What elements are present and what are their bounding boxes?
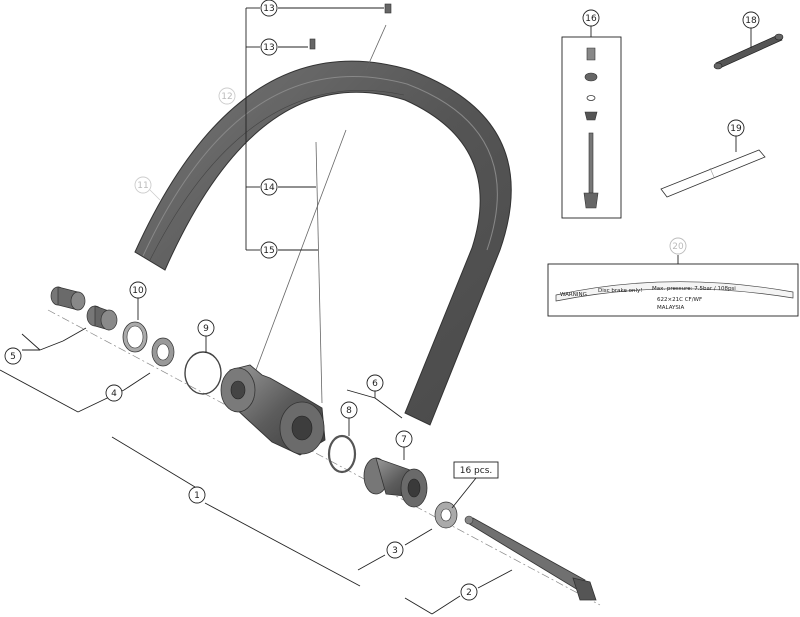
star-ratchet (434, 501, 458, 529)
freehub-body-7 (363, 457, 428, 508)
callout-7: 7 (395, 430, 413, 448)
svg-text:15: 15 (263, 246, 274, 256)
callout-18: 18 (742, 11, 760, 29)
thru-axle-2 (464, 515, 597, 601)
callout-14: 14 (260, 178, 278, 196)
svg-text:3: 3 (392, 546, 398, 556)
quantity-label: 16 pcs. (453, 461, 499, 479)
svg-text:19: 19 (730, 124, 742, 134)
svg-text:4: 4 (111, 389, 117, 399)
svg-text:13: 13 (263, 4, 274, 14)
svg-text:2: 2 (466, 588, 472, 598)
decal-max-pressure: Max. pressure: 7.5bar / 108psi (652, 286, 736, 292)
callout-9: 9 (197, 319, 215, 337)
decal-warning: WARNING (560, 292, 587, 298)
decal-origin: MALAYSIA (657, 305, 685, 311)
lock-nut (86, 305, 118, 331)
callout-6: 6 (366, 374, 384, 392)
svg-text:6: 6 (372, 379, 378, 389)
svg-text:5: 5 (10, 352, 16, 362)
bearing (151, 337, 175, 367)
rim-nipple-13a (384, 3, 392, 14)
callout-1: 1 (188, 486, 206, 504)
callout-8: 8 (340, 401, 358, 419)
svg-text:8: 8 (346, 406, 352, 416)
axle-centerline (47, 309, 601, 606)
callout-3: 3 (386, 541, 404, 559)
rim-decal-20: WARNING Disc brake only! Max. pressure: … (547, 255, 799, 317)
callout-12: 12 (218, 87, 236, 105)
valve-kit-16 (561, 26, 622, 219)
callout-13a: 13 (260, 0, 278, 17)
svg-text:18: 18 (745, 16, 757, 26)
svg-text:1: 1 (194, 491, 200, 501)
callout-19: 19 (727, 119, 745, 137)
callout-5: 5 (4, 347, 22, 365)
seal-ring-10 (122, 321, 148, 353)
svg-text:7: 7 (401, 435, 407, 445)
callout-2: 2 (460, 583, 478, 601)
callout-11: 11 (134, 176, 161, 201)
rim (134, 60, 512, 426)
svg-text:13: 13 (263, 43, 274, 53)
callout-13b: 13 (260, 38, 278, 56)
end-cap-5 (50, 286, 86, 311)
decal-disc-brake: Disc brake only! (598, 288, 642, 294)
callout-20: 20 (669, 237, 687, 255)
callout-15: 15 (260, 241, 278, 259)
svg-text:16: 16 (585, 14, 597, 24)
tool-18 (713, 28, 784, 70)
callout-16: 16 (582, 9, 600, 27)
svg-text:12: 12 (221, 92, 232, 102)
decal-size: 622×21C CF/WF (657, 297, 702, 303)
svg-text:9: 9 (203, 324, 209, 334)
svg-text:16 pcs.: 16 pcs. (460, 466, 493, 476)
svg-text:20: 20 (672, 242, 684, 252)
svg-text:14: 14 (263, 183, 275, 193)
hub-body (220, 364, 326, 456)
spoke-14 (315, 141, 323, 404)
svg-text:10: 10 (132, 286, 144, 296)
callout-4: 4 (105, 384, 123, 402)
spoke-line (365, 24, 387, 71)
rim-tape-19 (660, 136, 766, 198)
leader-lines (0, 298, 513, 615)
svg-text:11: 11 (137, 181, 148, 191)
o-ring-8 (327, 434, 357, 474)
clip-ring-9 (184, 351, 222, 395)
rim-nipple-13b (309, 38, 316, 50)
callout-10: 10 (129, 281, 147, 299)
bracket-12 (245, 7, 384, 251)
